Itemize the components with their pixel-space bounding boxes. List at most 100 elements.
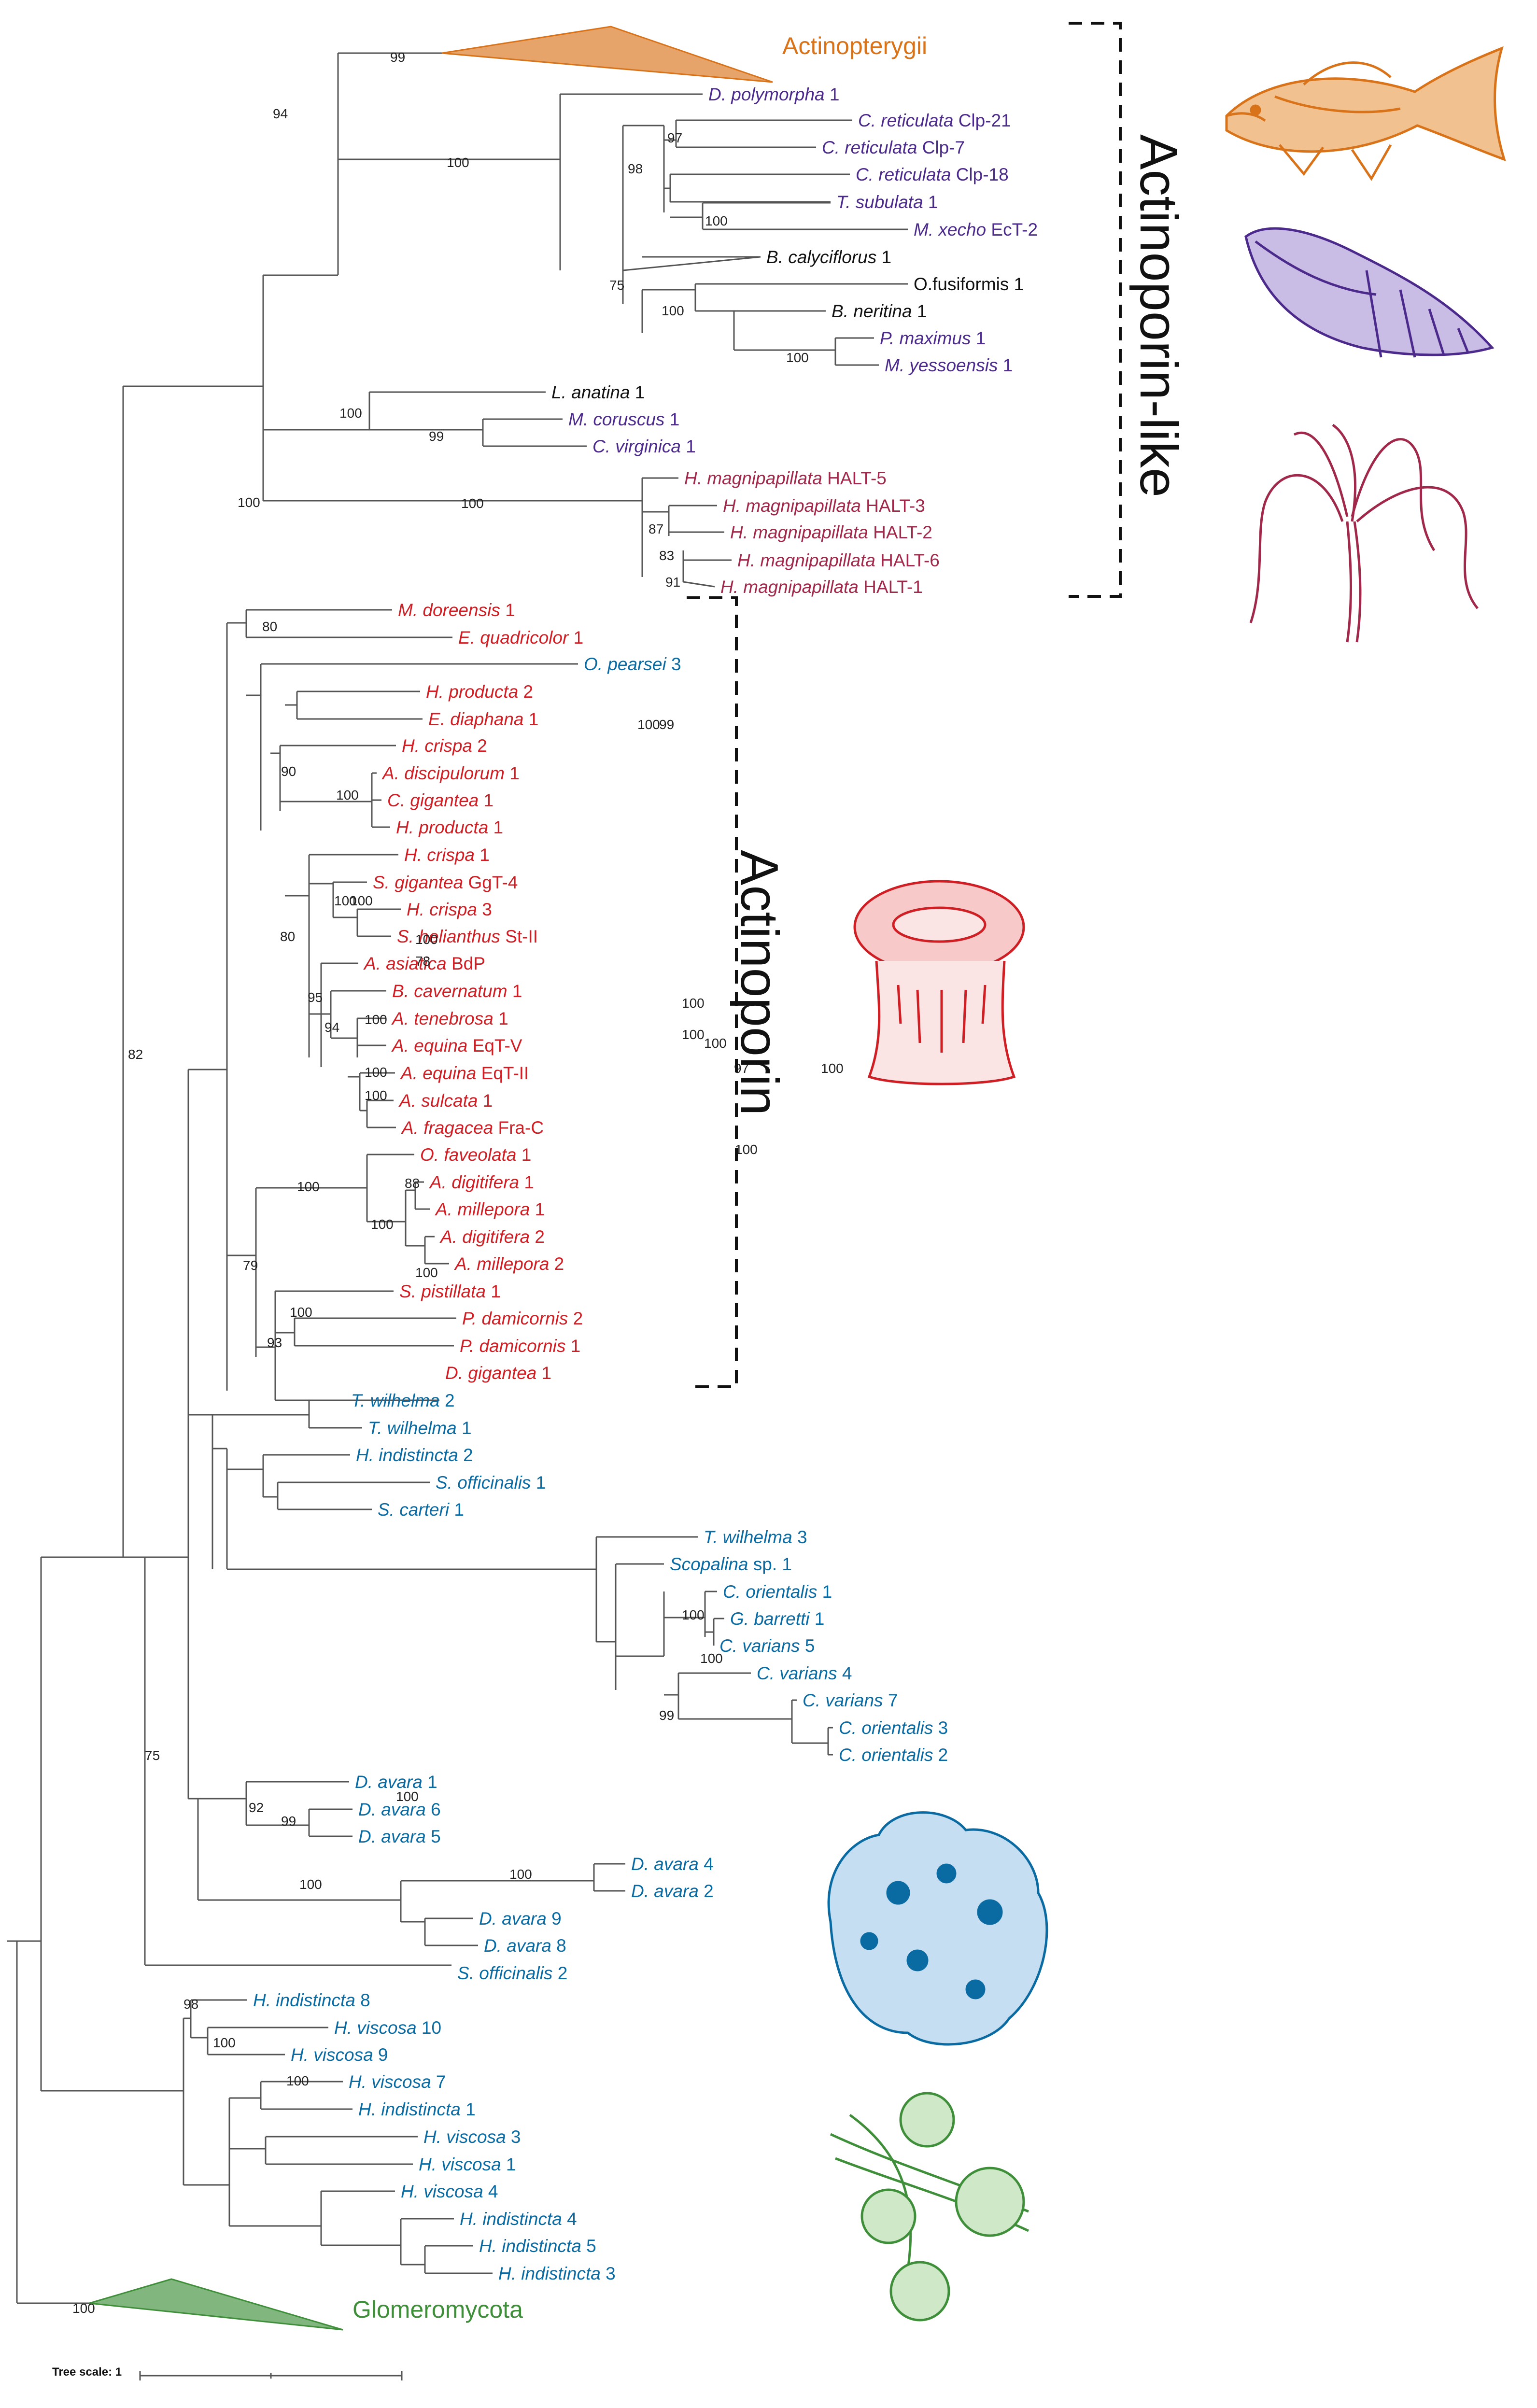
- sequence-suffix: Clp-7: [917, 138, 965, 157]
- leaf-label: A. discipulorum 1: [381, 763, 520, 783]
- leaf-label: Scopalina sp. 1: [670, 1554, 792, 1574]
- sequence-suffix: 1: [565, 1336, 580, 1356]
- leaf-label: S. pistillata 1: [399, 1281, 501, 1301]
- species-name: H. magnipapillata: [723, 496, 861, 516]
- species-name: M. yessoensis: [885, 355, 998, 375]
- sequence-suffix: 1: [531, 1473, 546, 1493]
- sequence-suffix: 1: [630, 382, 645, 402]
- leaf-label: A. fragacea Fra-C: [401, 1118, 544, 1138]
- bootstrap-value: 100: [286, 2073, 309, 2088]
- species-name: H. crispa: [407, 900, 477, 919]
- leaf-label: H. crispa 2: [402, 736, 487, 756]
- leaf-label: C. reticulata Clp-21: [858, 111, 1011, 130]
- species-name: D. polymorpha: [708, 84, 825, 104]
- sequence-suffix: 4: [483, 2182, 498, 2201]
- hydra-illustration: [1249, 423, 1479, 643]
- leaf-label: O.fusiformis 1: [914, 274, 1024, 294]
- species-name: C. orientalis: [839, 1745, 933, 1765]
- sequence-suffix: 9: [373, 2045, 388, 2065]
- leaf-label: H. viscosa 7: [349, 2072, 446, 2092]
- sequence-suffix: Clp-21: [953, 111, 1011, 130]
- tree-branch: [622, 256, 761, 271]
- bootstrap-value: 95: [308, 990, 323, 1005]
- species-name: S. carteri: [378, 1500, 450, 1520]
- species-name: H. magnipapillata: [737, 550, 875, 570]
- bootstrap-value: 100: [700, 1651, 723, 1666]
- sequence-suffix: 1: [923, 192, 938, 212]
- bootstrap-value: 100: [213, 2035, 236, 2050]
- sequence-suffix: EqT-V: [467, 1036, 522, 1056]
- sequence-suffix: 5: [581, 2236, 596, 2256]
- sequence-suffix: 1: [517, 1145, 532, 1165]
- bootstrap-value: 100: [415, 1265, 438, 1280]
- bootstrap-value: 100: [299, 1877, 322, 1892]
- species-name: H. viscosa: [401, 2182, 483, 2201]
- sequence-suffix: 1: [508, 981, 522, 1001]
- species-name: O. pearsei: [584, 654, 667, 674]
- species-name: H. indistincta: [460, 2209, 562, 2229]
- leaf-label: C. orientalis 1: [723, 1582, 832, 1602]
- species-name: G. barretti: [730, 1609, 810, 1629]
- sequence-suffix: 2: [568, 1309, 583, 1328]
- sequence-suffix: 1: [501, 2155, 516, 2174]
- leaf-label: C. varians 4: [757, 1663, 852, 1683]
- bootstrap-value: 100: [415, 932, 438, 947]
- sequence-suffix: 5: [426, 1827, 441, 1846]
- species-name: H. producta: [396, 817, 488, 837]
- leaf-label: H. viscosa 4: [401, 2182, 498, 2201]
- sequence-suffix: 1: [519, 1172, 534, 1192]
- leaf-label: B. calyciflorus 1: [766, 247, 891, 267]
- species-name: M. doreensis: [398, 600, 500, 620]
- leaf-label: H. viscosa 1: [419, 2155, 516, 2174]
- sea-anemone-illustration: [853, 880, 1025, 1085]
- sequence-suffix: 3: [666, 654, 681, 674]
- sequence-suffix: 7: [883, 1690, 898, 1710]
- collapsed-clade-triangle: [441, 26, 773, 83]
- leaf-label: D. avara 6: [358, 1800, 441, 1819]
- bootstrap-value: 100: [365, 1088, 387, 1103]
- leaf-labels: D. polymorpha 1C. reticulata Clp-21C. re…: [253, 84, 1038, 2283]
- sequence-suffix: 1: [664, 409, 679, 429]
- sequence-suffix: 6: [426, 1800, 441, 1819]
- bootstrap-value: 100: [238, 495, 260, 510]
- tree-branch: [683, 581, 715, 588]
- bootstrap-value: 97: [667, 130, 682, 145]
- species-name: P. damicornis: [460, 1336, 565, 1356]
- leaf-label: H. indistincta 8: [253, 1990, 370, 2010]
- bootstrap-value: 100: [682, 996, 705, 1011]
- sequence-suffix: 3: [933, 1718, 948, 1738]
- species-name: C. varians: [803, 1690, 883, 1710]
- sequence-suffix: EqT-II: [476, 1063, 529, 1083]
- leaf-label: H. indistincta 3: [498, 2264, 616, 2283]
- sea-snail-illustration: [1244, 227, 1495, 358]
- bootstrap-values: 9994100979810075100100100991001008783918…: [72, 50, 844, 2316]
- species-name: H. magnipapillata: [684, 468, 822, 488]
- leaf-label: C. varians 7: [803, 1690, 898, 1710]
- species-name: A. sulcata: [398, 1091, 478, 1111]
- species-name: H. viscosa: [334, 2018, 417, 2038]
- leaf-label: A. digitifera 2: [439, 1227, 545, 1247]
- species-name: H. indistincta: [253, 1990, 355, 2010]
- leaf-label: D. avara 8: [484, 1936, 566, 1956]
- leaf-label: H. magnipapillata HALT-5: [684, 468, 887, 488]
- leaf-label: H. producta 1: [396, 817, 503, 837]
- sequence-suffix: 1: [530, 1199, 545, 1219]
- sequence-suffix: 10: [417, 2018, 441, 2038]
- sequence-suffix: 1: [810, 1609, 825, 1629]
- sequence-suffix: 5: [800, 1636, 815, 1656]
- bootstrap-value: 99: [281, 1814, 296, 1829]
- bootstrap-value: 82: [128, 1047, 143, 1062]
- bootstrap-value: 100: [682, 1027, 705, 1042]
- species-name: O.fusiformis: [914, 274, 1009, 294]
- sequence-suffix: 1: [486, 1281, 501, 1301]
- leaf-label: D. avara 9: [479, 1909, 562, 1929]
- leaf-label: H. magnipapillata HALT-2: [730, 522, 932, 542]
- species-name: H. producta: [426, 682, 518, 702]
- species-name: D. avara: [631, 1854, 699, 1874]
- leaf-label: T. wilhelma 2: [351, 1391, 455, 1410]
- bootstrap-value: 100: [297, 1179, 320, 1194]
- bootstrap-value: 100: [786, 350, 809, 365]
- species-name: H. viscosa: [419, 2155, 501, 2174]
- leaf-label: D. polymorpha 1: [708, 84, 839, 104]
